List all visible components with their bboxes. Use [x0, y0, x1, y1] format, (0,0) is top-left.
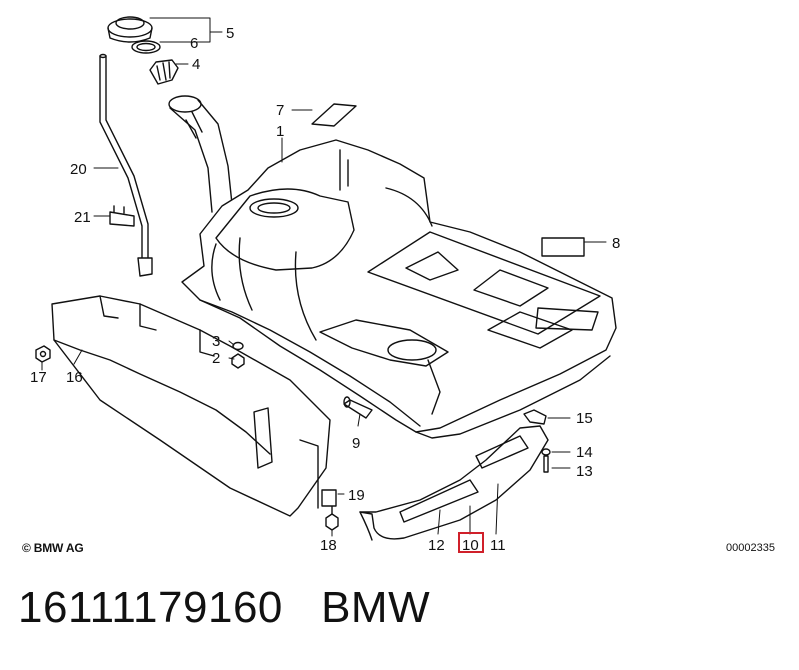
label-plate-8	[541, 237, 585, 257]
callout-15: 15	[576, 410, 593, 427]
tension-strap	[359, 425, 549, 541]
callout-2: 2	[212, 350, 220, 367]
callout-5: 5	[226, 25, 234, 42]
callout-12: 12	[428, 537, 445, 554]
callout-19: 19	[348, 487, 365, 504]
callout-16: 16	[66, 369, 83, 386]
callout-7: 7	[276, 102, 284, 119]
label-plate-7	[311, 103, 357, 127]
nut-2	[231, 353, 245, 369]
bolt-18	[325, 503, 339, 531]
part-number: 16111179160	[18, 583, 283, 632]
filler-seal-ring	[131, 40, 161, 54]
callout-14: 14	[576, 444, 593, 461]
bushing-9	[343, 396, 373, 419]
callout-10: 10	[462, 537, 479, 554]
callout-9: 9	[352, 435, 360, 452]
callout-labels: 5 6 4 7 1 20 21 8 3 2 17 16 9 15 14 13 1…	[30, 25, 620, 554]
brand-name: BMW	[321, 583, 431, 632]
callout-1: 1	[276, 123, 284, 140]
bracket-19	[321, 489, 337, 507]
heat-shield	[51, 295, 331, 517]
breather-pipe	[99, 53, 153, 277]
filler-neck	[168, 95, 233, 213]
callout-20: 20	[70, 161, 87, 178]
clip-15	[523, 409, 547, 425]
pipe-clip	[109, 205, 135, 227]
grommet-3	[232, 341, 244, 351]
callout-17: 17	[30, 369, 47, 386]
nut-17	[35, 345, 51, 363]
callout-11: 11	[490, 537, 506, 554]
filler-cap	[107, 16, 153, 43]
callout-18: 18	[320, 537, 337, 554]
callout-13: 13	[576, 463, 593, 480]
filler-retainer	[149, 59, 179, 85]
part-caption: 16111179160 BMW	[18, 583, 430, 633]
callout-21: 21	[74, 209, 91, 226]
highlight-box	[458, 532, 484, 553]
copyright-notice: © BMW AG	[22, 541, 84, 555]
fuel-tank	[181, 139, 617, 439]
callout-3: 3	[212, 333, 220, 350]
diagram-id: 00002335	[726, 542, 775, 554]
callout-8: 8	[612, 235, 620, 252]
callout-4: 4	[192, 56, 200, 73]
bolt-13	[543, 455, 549, 473]
bolt-14	[541, 448, 551, 456]
callout-6: 6	[190, 35, 198, 52]
leader-lines	[41, 17, 607, 537]
